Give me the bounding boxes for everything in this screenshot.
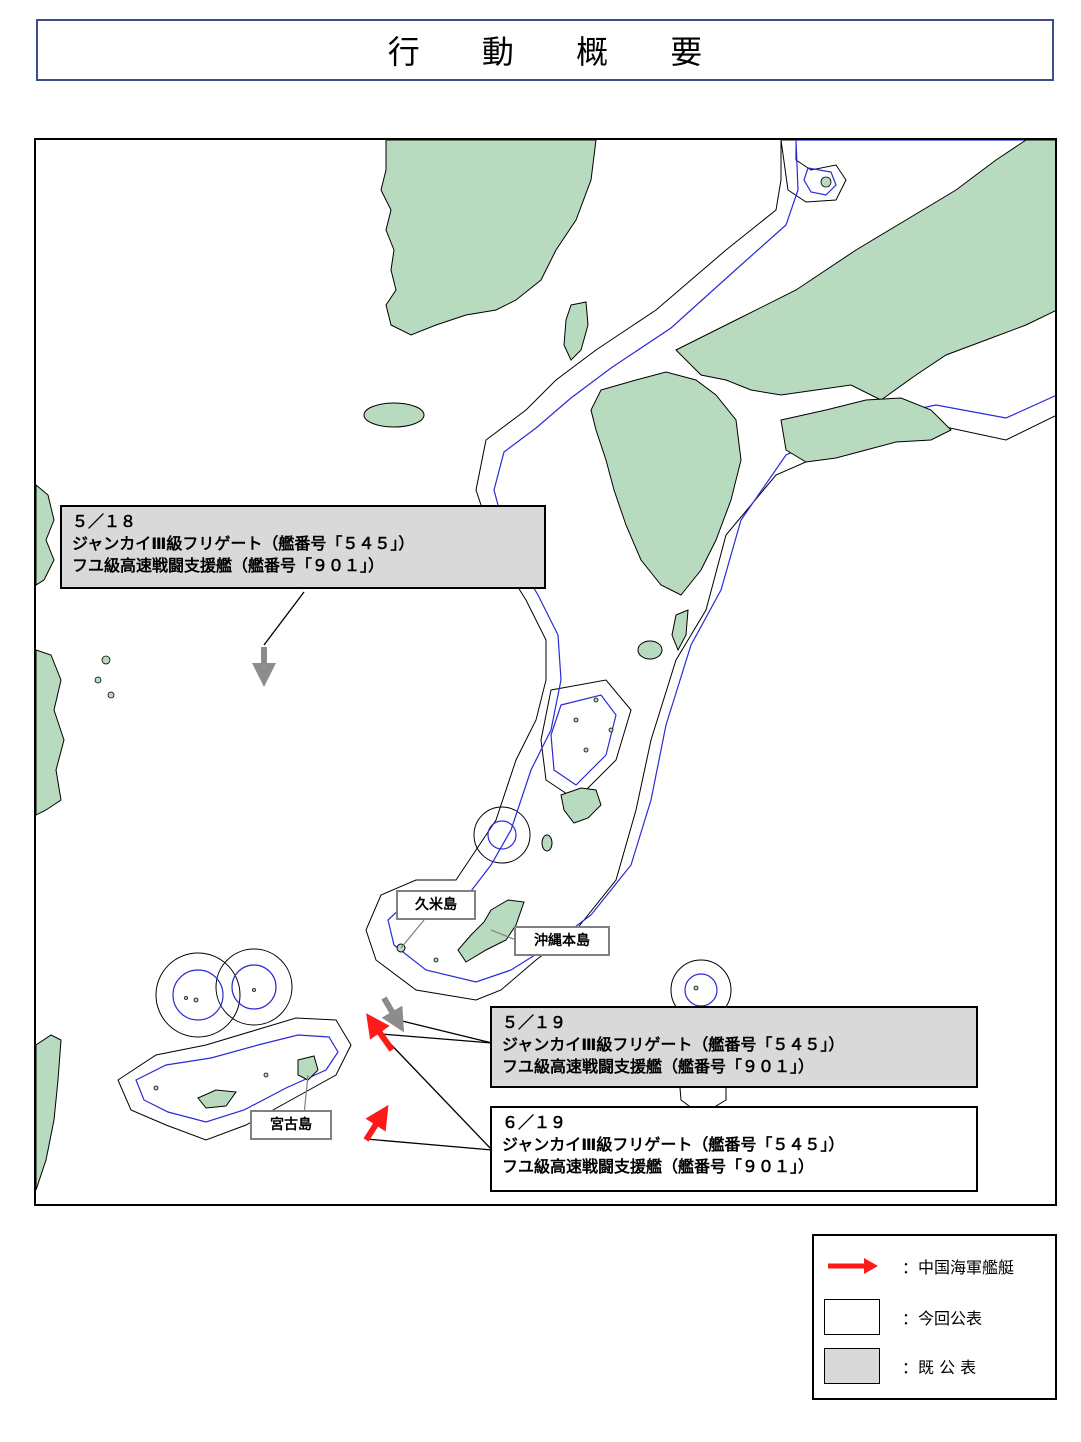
legend-row-navy: ：中国海軍艦艇 [824,1248,1044,1284]
tsushima-land [563,301,589,361]
callout-ship: ジャンカイⅢ級フリゲート（艦番号「５４５」） [502,1035,845,1054]
place-leaders [303,919,517,1116]
yakushima-land [637,640,663,660]
callout-ship: フユ級高速戦闘支援艦（艦番号「９０１」） [502,1057,815,1076]
jeju-land [363,402,425,428]
red-arrow-icon [828,1258,878,1274]
callout-jun19: ６／１９ ジャンカイⅢ級フリゲート（艦番号「５４５」） フユ級高速戦闘支援艦（艦… [490,1106,978,1192]
callout-date: ５／１８ [72,512,137,531]
gray-swatch-icon [824,1348,880,1384]
tanegashima-land [671,609,689,652]
arrow-may19-gray [381,996,405,1033]
title-box: 行 動 概 要 [36,19,1054,81]
white-swatch-icon [824,1299,880,1335]
amami-land [560,787,602,824]
callout-date: ５／１９ [502,1013,567,1032]
legend-label-navy: ：中国海軍艦艇 [902,1258,1015,1277]
ishigaki-land [197,1089,237,1109]
callout-ship: ジャンカイⅢ級フリゲート（艦番号「５４５」） [72,534,415,553]
legend-label-published: ：既 公 表 [902,1358,977,1377]
callout-ship: ジャンカイⅢ級フリゲート（艦番号「５４５」） [502,1135,845,1154]
place-label-kume: 久米島 [396,890,476,920]
miyako-land [297,1055,319,1081]
arrow-may19-red [366,1013,395,1052]
callout-ship: フユ級高速戦闘支援艦（艦番号「９０１」） [72,556,385,575]
callout-may19: ５／１９ ジャンカイⅢ級フリゲート（艦番号「５４５」） フユ級高速戦闘支援艦（艦… [490,1006,978,1088]
callout-date: ６／１９ [502,1113,567,1132]
map-canvas [36,140,1055,1191]
shikoku-land [780,397,952,463]
korea-land [380,140,597,336]
china-coast-land [36,484,55,586]
place-label-miyako: 宮古島 [250,1110,332,1140]
page-title: 行 動 概 要 [387,33,729,71]
legend-label-new: ：今回公表 [902,1309,983,1328]
callout-leaders [263,591,493,1151]
place-label-okinawa: 沖縄本島 [514,926,610,956]
callout-may18: ５／１８ ジャンカイⅢ級フリゲート（艦番号「５４５」） フユ級高速戦闘支援艦（艦… [60,505,546,589]
taiwan-land [36,1034,62,1191]
legend-row-new: ：今回公表 [824,1299,1044,1335]
okinawa-land [457,899,525,963]
islets [94,176,832,1091]
legend-row-published: ：既 公 表 [824,1348,1044,1384]
ship-arrows [252,647,405,1142]
callout-ship: フユ級高速戦闘支援艦（艦番号「９０１」） [502,1157,815,1176]
legend: ：中国海軍艦艇 ：今回公表 ：既 公 表 [812,1234,1057,1400]
arrow-jun19-red [363,1104,389,1142]
honshu-land [675,140,1055,401]
kyushu-land [590,371,742,596]
land-masses [36,140,1055,1191]
